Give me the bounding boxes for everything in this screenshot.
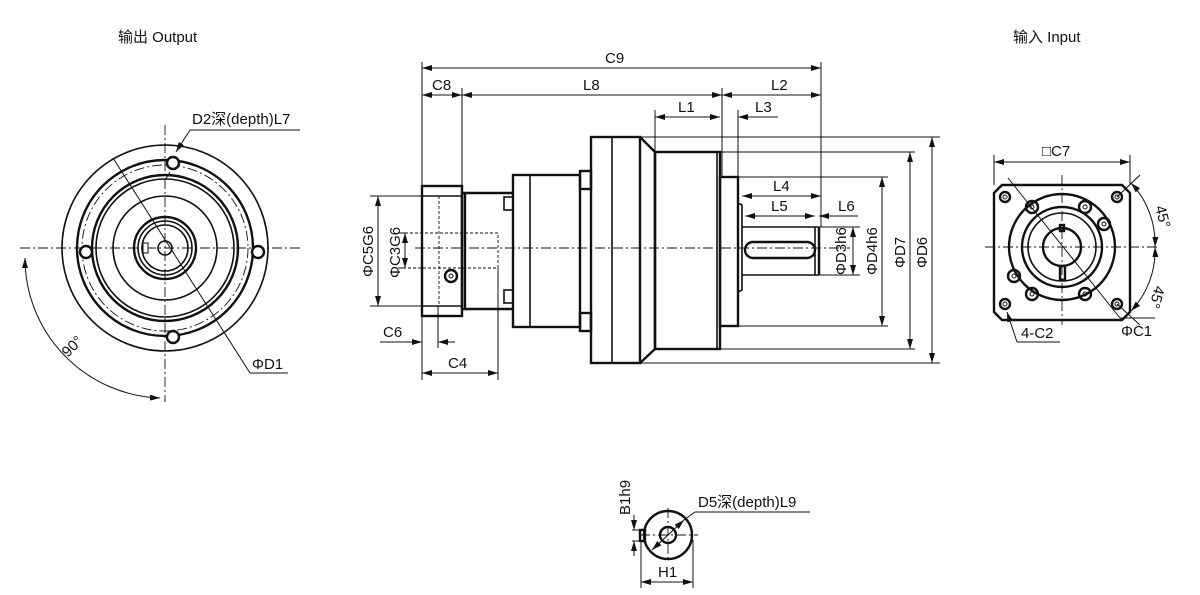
dim-d7: ΦD7 [892, 237, 909, 268]
hole-d2-label: D2深(depth)L7 [192, 111, 290, 128]
dim-c5: ΦC5G6 [360, 226, 377, 277]
key-height-h1-label: H1 [658, 564, 677, 581]
dim-d4: ΦD4h6 [864, 227, 881, 275]
input-view-title: 输入 Input [1013, 29, 1081, 46]
gearbox-side-view: C9 C8 L8 L2 L1 L3 L4 L5 L6 C6 C4 ΦD3h6 Φ… [360, 50, 940, 380]
output-end-view: ΦD1 D2深(depth)L7 90° [20, 111, 302, 402]
dim-l6: L6 [838, 198, 855, 215]
bolt-hole-icon [998, 190, 1124, 311]
dim-d3: ΦD3h6 [833, 227, 850, 275]
dim-l4: L4 [773, 178, 790, 195]
dim-c6: C6 [383, 324, 402, 341]
output-view-title: 输出 Output [118, 29, 198, 46]
input-end-view: ΦC1 □C7 4-C2 45° 45° [985, 143, 1173, 343]
square-c7-label: □C7 [1042, 143, 1070, 160]
dim-l1: L1 [678, 99, 695, 116]
angle-90-label: 90° [59, 333, 87, 361]
dim-l8: L8 [583, 77, 600, 94]
dim-l5: L5 [771, 198, 788, 215]
pcd-d1-label: ΦD1 [252, 356, 283, 373]
holes-c2-label: 4-C2 [1021, 325, 1054, 342]
dim-c9: C9 [605, 50, 624, 67]
dim-c3: ΦC3G6 [387, 227, 404, 278]
pcd-c1-label: ΦC1 [1121, 323, 1152, 340]
dim-c4: C4 [448, 355, 467, 372]
bolt-hole-icon [78, 155, 266, 345]
angle-45-upper-label: 45° [1151, 204, 1173, 230]
hole-d5-label: D5深(depth)L9 [698, 494, 796, 511]
shaft-key-detail: D5深(depth)L9 B1h9 H1 [617, 480, 810, 588]
key-width-b1-label: B1h9 [617, 480, 634, 515]
dim-l3: L3 [755, 99, 772, 116]
angle-45-lower-label: 45° [1145, 284, 1167, 310]
keyway-icon [743, 240, 817, 260]
dim-c8: C8 [432, 77, 451, 94]
dim-d6: ΦD6 [914, 237, 931, 268]
dim-l2: L2 [771, 77, 788, 94]
